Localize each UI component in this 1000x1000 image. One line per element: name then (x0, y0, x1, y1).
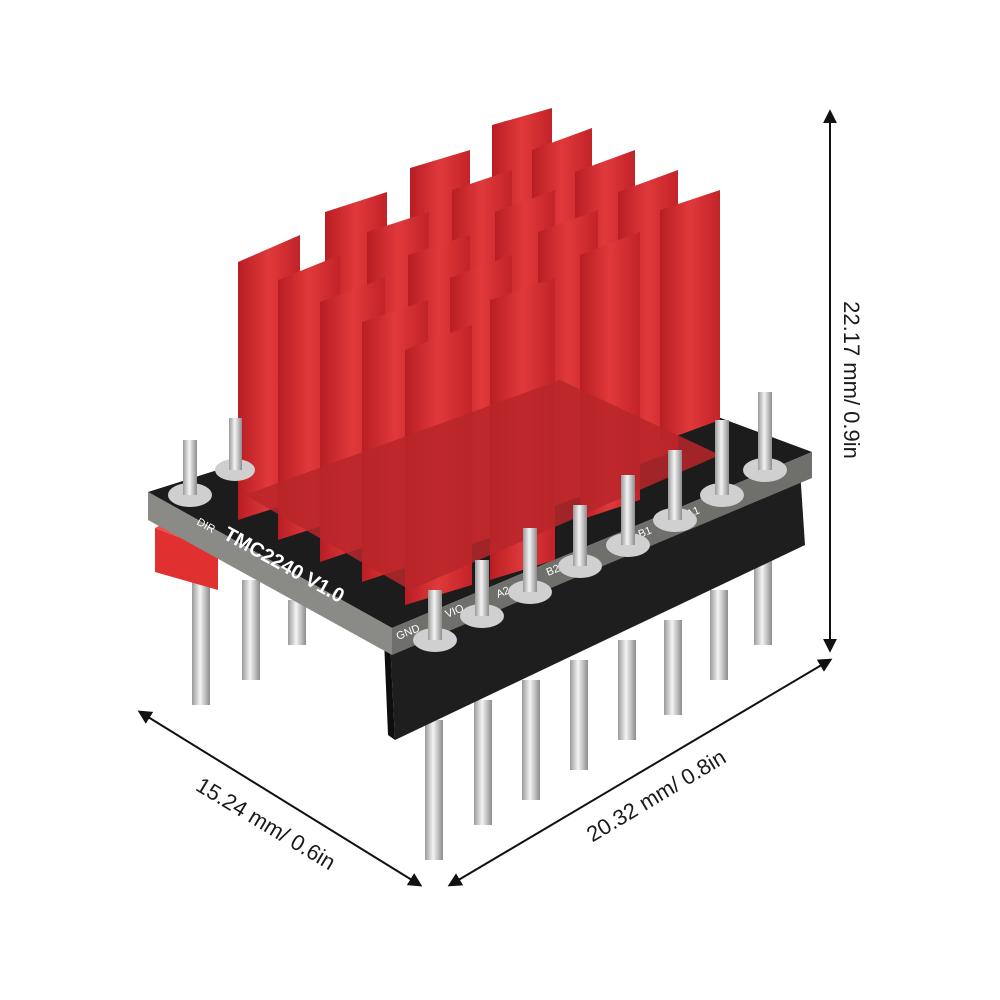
top-pins (168, 392, 787, 652)
pin-top-left-1 (168, 440, 212, 507)
depth-label: 15.24 mm/ 0.6in (192, 772, 340, 875)
pin-top-front-5 (606, 475, 650, 557)
dimension-width: 20.32 mm/ 0.8in (447, 658, 833, 887)
pin-top-front-7 (700, 420, 744, 507)
pin-top-front-6 (653, 450, 697, 532)
height-label: 22.17 mm/ 0.9in (839, 301, 864, 459)
pin-top-front-3 (508, 528, 552, 604)
dimension-height: 22.17 mm/ 0.9in (823, 109, 864, 653)
pin-top-front-1 (413, 590, 457, 652)
width-label: 20.32 mm/ 0.8in (582, 744, 730, 847)
dimension-depth: 15.24 mm/ 0.6in (137, 710, 423, 887)
pin-label-b2: B2 (545, 563, 562, 579)
pin-top-front-8 (743, 392, 787, 482)
pin-label-a2: A2 (495, 585, 512, 601)
pin-top-front-2 (460, 560, 504, 628)
pin-top-left-2 (215, 418, 255, 481)
pin-top-front-4 (558, 505, 602, 578)
heatsink (238, 108, 720, 605)
